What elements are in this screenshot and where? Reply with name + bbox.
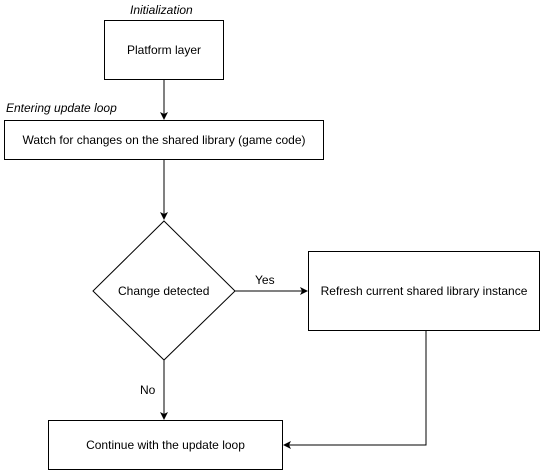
continue-loop-label: Continue with the update loop xyxy=(86,438,245,452)
edge-refresh-to-continue xyxy=(283,330,427,449)
yes-edge-label: Yes xyxy=(255,273,275,287)
watch-changes-label: Watch for changes on the shared library … xyxy=(22,133,306,147)
decision-label: Change detected xyxy=(118,284,210,298)
refresh-library-label: Refresh current shared library instance xyxy=(320,284,528,298)
initialization-annotation: Initialization xyxy=(130,3,193,17)
entering-update-loop-annotation: Entering update loop xyxy=(6,101,117,115)
no-edge-label: No xyxy=(140,383,156,397)
platform-layer-node: Platform layer xyxy=(104,20,224,80)
refresh-library-node: Refresh current shared library instance xyxy=(308,251,540,331)
platform-layer-label: Platform layer xyxy=(126,43,202,57)
continue-loop-node: Continue with the update loop xyxy=(48,420,283,470)
watch-changes-node: Watch for changes on the shared library … xyxy=(4,120,324,160)
